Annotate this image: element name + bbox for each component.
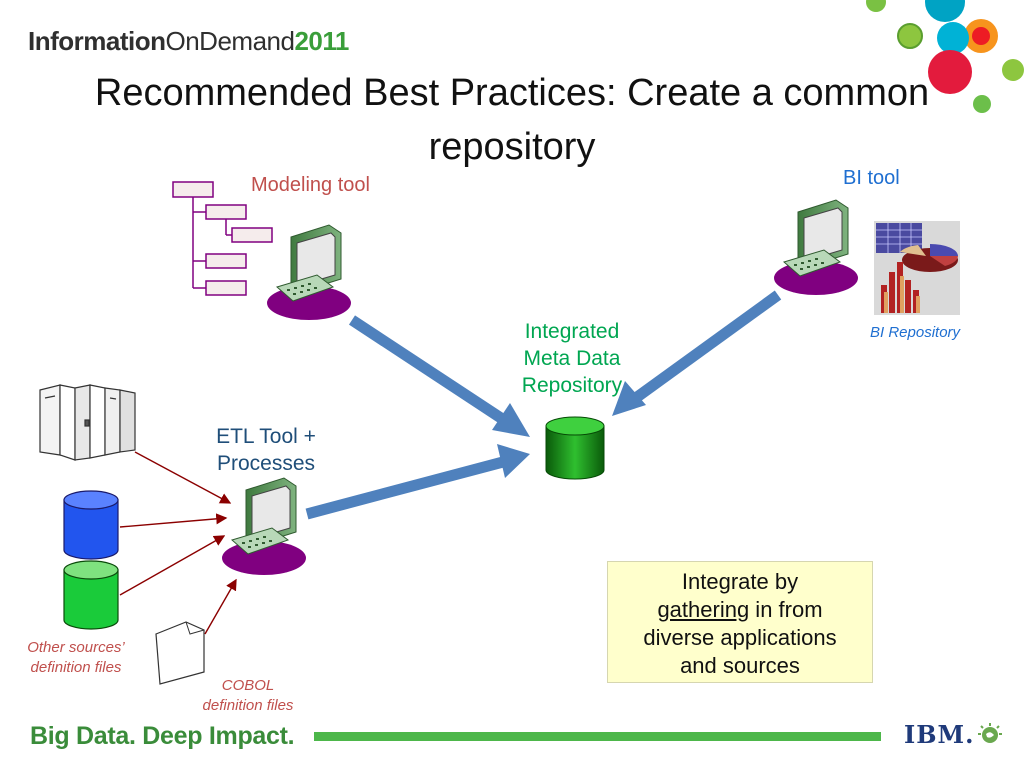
callout-box: Integrate by gathering in from diverse a… xyxy=(607,561,873,683)
computer-icon-bi xyxy=(774,199,858,295)
arrow-modeling-to-repository xyxy=(348,315,530,437)
callout-line3: diverse applications xyxy=(643,625,837,650)
computer-icon-modeling xyxy=(267,224,351,320)
cobol-line2: definition files xyxy=(202,697,294,714)
other-sources-line1: Other sources’ xyxy=(27,639,125,656)
integrated-line1: Integrated xyxy=(524,320,620,343)
label-integrated-repository: Integrated Meta Data Repository xyxy=(511,318,633,399)
label-cobol: COBOL definition files xyxy=(190,676,306,716)
brand-part2: OnDemand xyxy=(165,26,295,56)
callout-line2-rest: in from xyxy=(749,597,823,622)
brand-part3: 2011 xyxy=(294,26,349,56)
label-bi-tool: BI tool xyxy=(843,167,900,189)
source-connectors xyxy=(119,451,237,635)
computer-icon-etl xyxy=(222,477,306,575)
slide-title: Recommended Best Practices: Create a com… xyxy=(40,66,984,174)
title-line1: Recommended Best Practices: Create a com… xyxy=(94,72,930,114)
dot-green-small-top xyxy=(866,0,886,12)
dot-green-low xyxy=(973,95,991,113)
dot-cyan-mid xyxy=(937,22,969,54)
brand-logo-text: InformationOnDemand2011 xyxy=(28,26,349,57)
arrow-etl-to-repository xyxy=(305,444,530,520)
smarter-planet-icon xyxy=(978,723,1002,743)
callout-underlined-word: gathering xyxy=(657,597,750,622)
arrow-bi-to-repository xyxy=(612,290,782,416)
footer-green-bar xyxy=(314,732,881,741)
ibm-logo: IBM. xyxy=(904,720,975,749)
integrated-line3: Repository xyxy=(521,374,623,397)
database-green-icon xyxy=(63,560,119,630)
label-bi-repository: BI Repository xyxy=(870,324,961,341)
server-icon xyxy=(39,384,136,461)
decorative-dots xyxy=(866,0,1024,113)
central-repository-cylinder xyxy=(545,416,605,480)
bi-chart-icon xyxy=(874,221,960,315)
integrated-line2: Meta Data xyxy=(523,347,621,370)
label-modeling-tool: Modeling tool xyxy=(251,174,370,196)
brand-part1: Information xyxy=(28,26,166,56)
callout-line2: gathering in from xyxy=(608,596,872,624)
callout-line1: Integrate by xyxy=(681,569,799,594)
tree-hierarchy-icon xyxy=(172,181,273,296)
etl-line1: ETL Tool + xyxy=(216,425,316,448)
dot-red-inner xyxy=(972,27,990,45)
other-sources-line2: definition files xyxy=(30,659,122,676)
dot-green-right xyxy=(1002,59,1024,81)
dot-green-mid xyxy=(897,23,923,49)
footer-tagline: Big Data. Deep Impact. xyxy=(30,722,295,750)
dot-cyan-top xyxy=(925,0,965,22)
etl-line2: Processes xyxy=(216,452,316,475)
label-other-sources: Other sources’ definition files xyxy=(14,638,138,678)
title-line2: repository xyxy=(428,126,596,168)
database-blue-icon xyxy=(63,490,119,560)
label-etl-tool: ETL Tool + Processes xyxy=(201,423,331,477)
dot-red-big xyxy=(928,50,972,94)
document-icon xyxy=(155,621,205,685)
cobol-line1: COBOL xyxy=(221,677,275,694)
callout-line4: and sources xyxy=(680,653,800,678)
